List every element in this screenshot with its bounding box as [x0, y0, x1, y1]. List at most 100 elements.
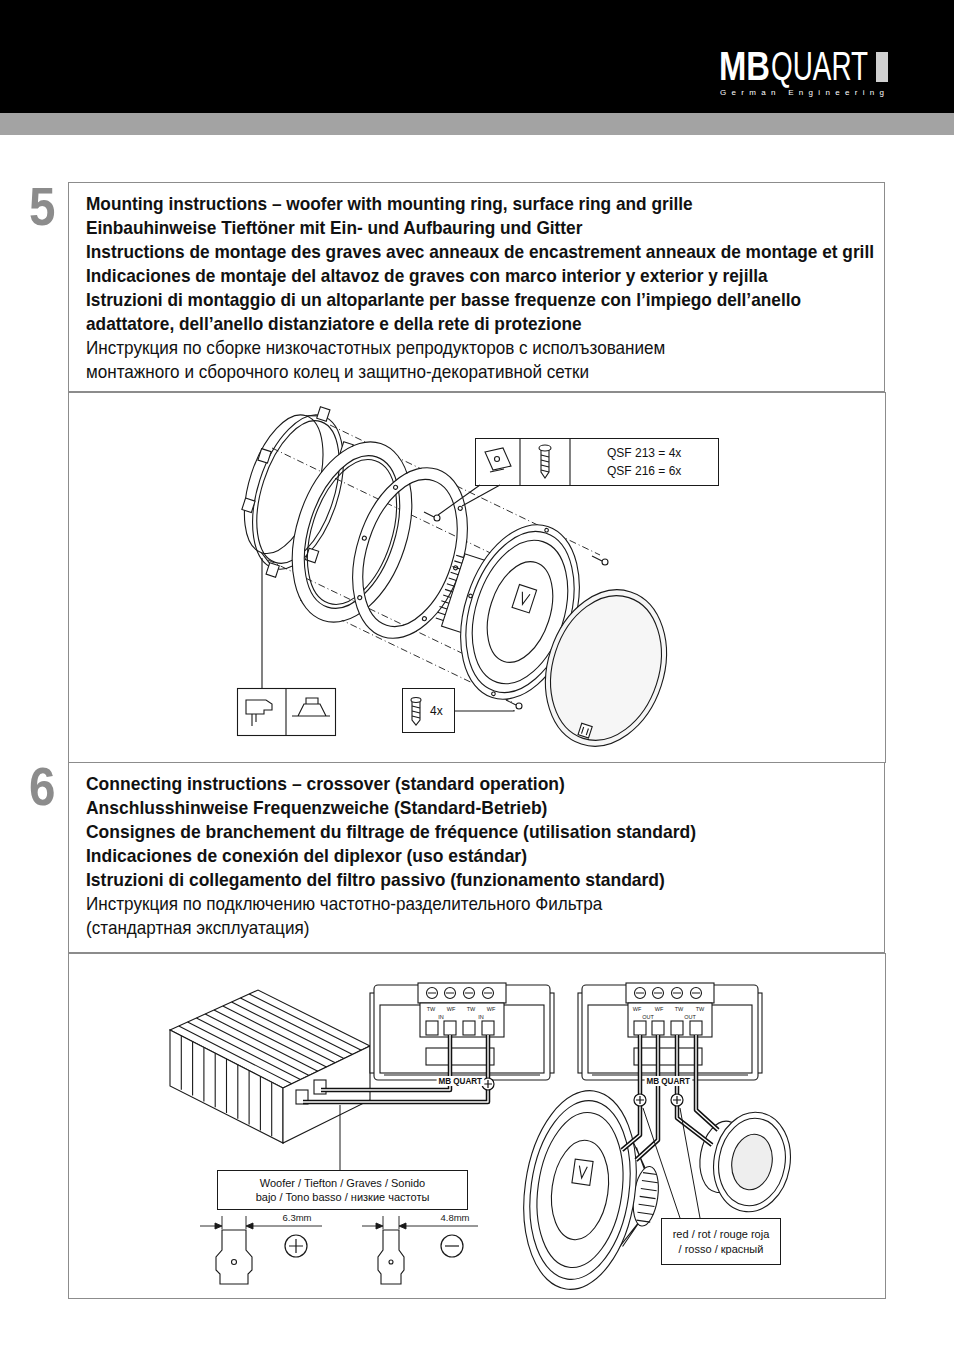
terminal-label: WF	[447, 1006, 456, 1013]
crossover-unit	[370, 983, 554, 1080]
heading-text: Anschlusshinweise Frequenzweiche (Standa…	[86, 796, 547, 820]
terminal-label: WF	[655, 1006, 664, 1013]
terminal-label: TW	[675, 1006, 684, 1013]
section-number: 6	[29, 759, 55, 813]
grille	[578, 723, 592, 738]
screw	[424, 512, 608, 709]
polarity-symbol	[673, 1096, 681, 1104]
polarity-symbol	[441, 1235, 463, 1257]
speaker-wire	[622, 1035, 640, 1150]
tool-icon-box	[285, 688, 286, 735]
figure-panel	[69, 393, 886, 763]
tweeter	[727, 1131, 776, 1193]
polarity-symbol	[285, 1235, 307, 1257]
tool-icon-box	[238, 558, 336, 736]
amplifier	[181, 1036, 271, 1136]
screw-icon	[411, 698, 514, 726]
leader-line	[340, 1105, 700, 1218]
dimension-line	[200, 1216, 322, 1229]
heading-text: Инструкция по подключению частотно-разде…	[86, 892, 666, 940]
screw	[424, 512, 434, 517]
woofer	[512, 1083, 672, 1300]
box-text: QSF 213 = 4x	[607, 444, 681, 462]
surface-ring	[271, 427, 433, 638]
woofer	[545, 1137, 614, 1244]
logo-bar	[876, 52, 888, 82]
leader-line	[680, 1108, 700, 1218]
spade-connector	[232, 1260, 237, 1265]
spade-connector	[389, 1260, 393, 1264]
polarity-symbol	[482, 1078, 683, 1106]
screw	[516, 703, 522, 709]
terminal-label: TW	[696, 1006, 705, 1013]
section-header: 5Mounting instructions – woofer with mou…	[68, 182, 885, 392]
brand-logo: MB	[719, 42, 770, 91]
polarity-symbol	[285, 1235, 463, 1257]
amplifier	[179, 994, 361, 1084]
heading-text: Consignes de branchement du filtrage de …	[86, 820, 696, 844]
speaker-wire	[303, 1035, 718, 1160]
dimension-line	[200, 1216, 478, 1229]
screw	[592, 556, 602, 561]
figure-panel	[69, 954, 886, 1299]
box-text: QSF 216 = 6x	[607, 462, 681, 480]
fastener-icon	[541, 455, 549, 472]
brand-logo: QUART	[771, 42, 868, 91]
terminal-label: WF	[487, 1006, 496, 1013]
tool-icon-box	[292, 698, 330, 716]
heading-text: Istruzioni di montaggio di un altoparlan…	[86, 288, 806, 336]
polarity-symbol	[482, 1078, 494, 1090]
woofer	[519, 1094, 641, 1286]
box-text: 4x	[430, 703, 443, 719]
woofer	[544, 528, 549, 533]
mounting-ring	[362, 536, 367, 541]
spade-connector	[378, 1230, 404, 1284]
terminal-label: TW	[467, 1006, 476, 1013]
woofer	[572, 1159, 593, 1185]
terminal-label: IN	[478, 1014, 484, 1021]
heading-text: Connecting instructions – crossover (sta…	[86, 772, 565, 796]
screw-icon	[455, 710, 514, 711]
woofer	[491, 692, 496, 697]
dimension-line	[246, 1223, 253, 1229]
polarity-symbol	[634, 1094, 646, 1106]
section-header: 6Connecting instructions – crossover (st…	[68, 762, 885, 953]
fastener-icon	[569, 438, 570, 485]
screw-icon	[411, 698, 421, 703]
brand-tagline: German Engineering	[720, 88, 889, 98]
woofer	[512, 584, 537, 612]
woofer	[528, 1107, 633, 1273]
screw	[602, 559, 608, 565]
dimension-label: 6.3mm	[282, 1212, 311, 1223]
polarity-symbol	[289, 1239, 303, 1253]
speaker-wire	[696, 1035, 718, 1130]
fastener-icon	[541, 450, 549, 478]
surface-ring	[291, 448, 413, 615]
heading-text: Инструкция по сборке низкочастотных репр…	[86, 336, 726, 384]
screw	[506, 700, 516, 705]
woofer	[512, 1083, 672, 1300]
speaker-wire	[677, 1035, 712, 1145]
grille	[526, 574, 686, 762]
box-text: Woofer / Tiefton / Graves / Sonido bajo …	[224, 1176, 461, 1204]
tool-icon-box	[261, 558, 262, 688]
leader-line	[340, 1105, 341, 1170]
mounting-ring	[357, 595, 362, 600]
heading-text: Instructions de montage des graves avec …	[86, 240, 874, 264]
dimension-label: 4.8mm	[440, 1212, 469, 1223]
crossover-logo: MB QUART	[436, 1076, 483, 1087]
wire-color-box: red / rot / rouge roja / rosso / красный	[661, 1218, 781, 1265]
grille	[533, 581, 680, 755]
heading-text: Einbauhinweise Tieftöner mit Ein- und Au…	[86, 216, 582, 240]
polarity-symbol	[671, 1094, 683, 1106]
woofer-label-box: Woofer / Tiefton / Graves / Sonido bajo …	[217, 1170, 468, 1210]
grille	[582, 727, 589, 735]
woofer	[512, 1083, 649, 1296]
terminal-label: TW	[427, 1006, 436, 1013]
screw-icon	[412, 706, 420, 718]
fastener-icon	[519, 438, 520, 485]
woofer	[468, 594, 473, 599]
